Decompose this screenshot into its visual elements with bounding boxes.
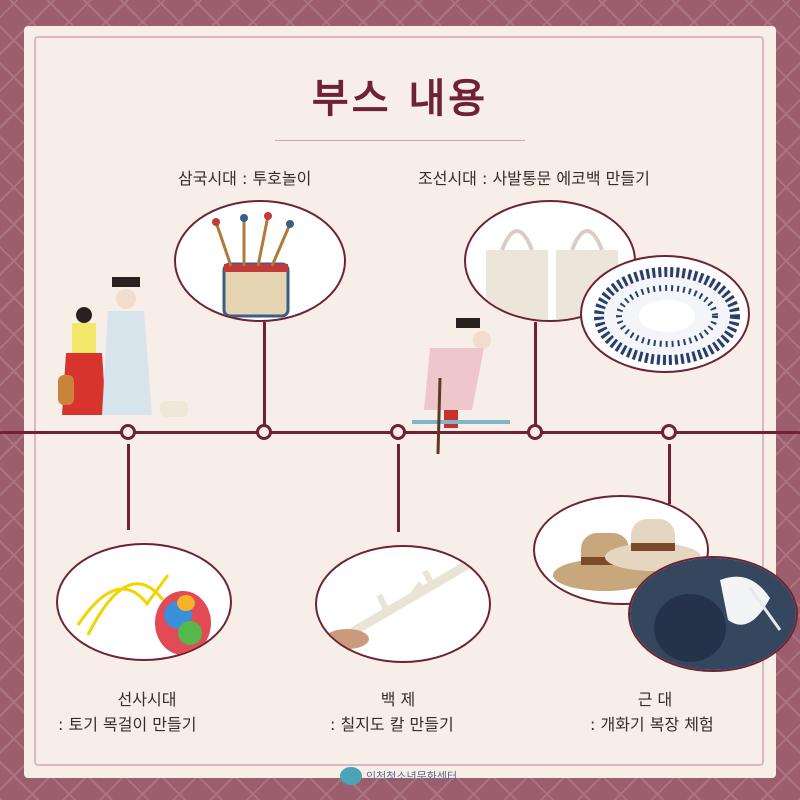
tuho-illustration <box>212 212 294 318</box>
costume-image <box>628 556 798 672</box>
sabaltongmun-illustration <box>594 267 740 365</box>
inner-border <box>34 36 764 766</box>
hanbok-couple-figure <box>58 277 188 417</box>
stem-samguk <box>263 322 266 427</box>
necklace-illustration <box>76 574 211 655</box>
chiljido-image <box>315 545 491 663</box>
label-seonsa-activity: : 토기 목걸이 만들기 <box>58 715 197 734</box>
hat-illustration <box>553 519 701 591</box>
sabaltongmun-image <box>580 255 750 373</box>
org-logo-icon <box>340 767 362 785</box>
label-seonsa-era: 선사시대 <box>117 690 177 709</box>
stem-seonsa <box>127 444 130 530</box>
stem-joseon <box>534 322 537 427</box>
costume-illustration <box>630 558 796 670</box>
label-geundae-activity: : 개화기 복장 체험 <box>590 715 714 734</box>
label-baekje-activity: : 칠지도 칼 만들기 <box>330 715 454 734</box>
timeline-node-4 <box>527 424 543 440</box>
label-samguk: 삼국시대 : 투호놀이 <box>178 169 312 188</box>
page-title: 부스 내용 <box>311 76 489 122</box>
timeline-node-2 <box>256 424 272 440</box>
label-joseon: 조선시대 : 사발통문 에코백 만들기 <box>418 169 650 188</box>
necklace-image <box>56 543 232 661</box>
timeline-node-3 <box>390 424 406 440</box>
skier-figure <box>412 318 510 455</box>
chiljido-illustration <box>325 560 472 649</box>
stem-baekje <box>397 444 400 532</box>
timeline-node-1 <box>120 424 136 440</box>
tuho-image <box>174 200 346 322</box>
label-baekje-era: 백 제 <box>380 690 416 709</box>
label-geundae-era: 근 대 <box>637 690 673 709</box>
stem-geundae <box>668 444 671 504</box>
org-name: 인천청소년문화센터 <box>366 770 458 783</box>
title-divider <box>275 140 525 141</box>
timeline-node-5 <box>661 424 677 440</box>
